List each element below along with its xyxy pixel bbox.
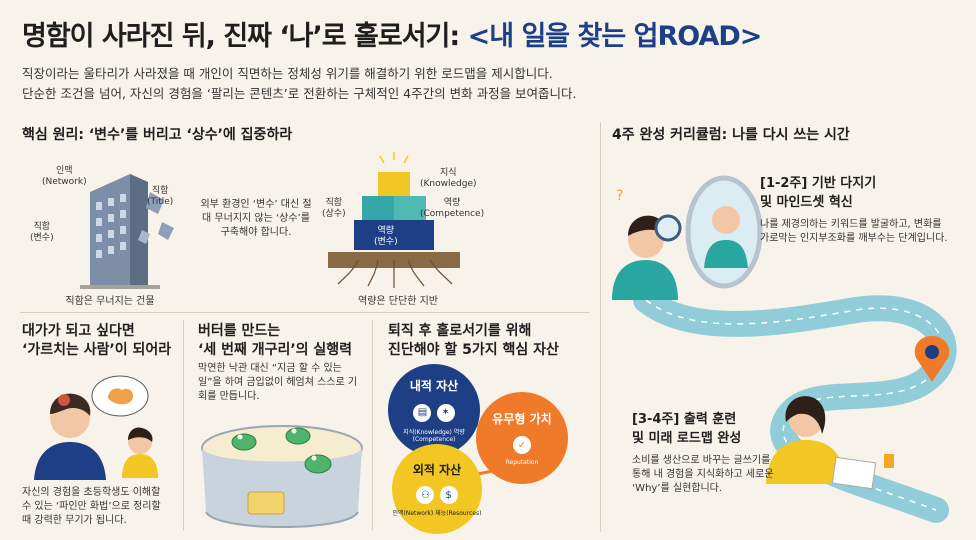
pyramid-caption: 역량은 단단한 지반 <box>358 296 438 307</box>
intro-line-2: 단순한 조건을 넘어, 자신의 경험을 ‘팔리는 콘텐츠’로 전환하는 구체적인… <box>22 86 577 101</box>
tangible-assets-title: 유무형 가치 <box>492 411 552 426</box>
teacher-illustration <box>34 375 158 480</box>
collapsing-building-illustration <box>80 174 174 289</box>
inner-assets-title: 내적 자산 <box>409 379 459 394</box>
book-icon: ▤ <box>413 403 432 422</box>
core-middle-text: 외부 환경인 ‘변수’ 대신 절대 무너지지 않는 ‘상수’를 구축해야 합니다… <box>200 199 312 238</box>
step2-text: 소비를 생산으로 바꾸는 글쓰기를 통해 내 경험을 지식화하고 세로운 ‘Wh… <box>632 455 774 494</box>
expert-heading: 대가가 되고 싶다면 ‘가르치는 사람’이 되어라 <box>22 323 172 358</box>
check-badge-icon: ✓ <box>513 436 531 455</box>
outer-assets-item-2: 재능(Resources) <box>435 510 482 518</box>
outer-assets-title: 외적 자산 <box>412 462 462 477</box>
assets-heading: 퇴직 후 홀로서기를 위해 진단해야 할 5가지 핵심 자산 <box>388 323 559 358</box>
intro-text: 직장이라는 울타리가 사라졌을 때 개인이 직면하는 정체성 위기를 해결하기 … <box>22 64 662 104</box>
butter-text: 막연한 낙관 대신 “지금 할 수 있는 일”을 하여 금입없이 헤엄쳐 스스로… <box>198 363 358 402</box>
foundation-pyramid-illustration <box>328 152 460 288</box>
lightbulb-icon: ✶ <box>436 403 455 422</box>
outer-assets-item-1: 인맥(Network) <box>392 510 434 518</box>
step2-title: [3-4주] 출력 훈련 및 미래 로드맵 완성 <box>632 412 742 446</box>
label-network: 인맥 (Network) <box>42 166 87 187</box>
label-title: 직함 (Title) <box>147 186 174 207</box>
core-heading: 핵심 원리: ‘변수’를 버리고 ‘상수’에 집중하라 <box>22 127 293 143</box>
outer-assets-circle: 외적 자산 ⚇ $ 인맥(Network) 재능(Resources) <box>392 444 482 534</box>
butter-heading: 버터를 만드는 ‘세 번째 개구리’의 실행력 <box>198 323 353 358</box>
step1-text: 나를 제경의하는 키워드를 발굴하고, 변화를 가로막는 인지부조화를 깨부수는… <box>760 219 948 244</box>
people-icon: ⚇ <box>416 486 435 505</box>
inner-assets-items: 지식(Knowledge) 역량(Competence) <box>403 428 465 443</box>
page-title: 명함이 사라진 뒤, 진짜 ‘나’로 홀로서기: <내 일을 찾는 업ROAD> <box>22 14 763 53</box>
curriculum-road-illustration: ? <box>612 175 957 523</box>
inner-assets-circle: 내적 자산 ▤ ✶ 지식(Knowledge) 역량(Competence) <box>388 364 480 456</box>
divider-vertical-1 <box>183 320 184 530</box>
step1-title: [1-2주] 기반 다지기 및 마인드셋 혁신 <box>760 176 877 210</box>
label-pyramid-title: 직함 (상수) <box>322 198 346 219</box>
tangible-assets-circle: 유무형 가치 ✓ Reputation <box>476 392 568 484</box>
curriculum-heading: 4주 완성 커리큘럼: 나를 다시 쓰는 시간 <box>612 127 850 143</box>
frogs-in-milk-illustration <box>201 425 363 528</box>
label-knowledge: 지식 (Knowledge) <box>420 168 477 189</box>
svg-text:?: ? <box>616 188 623 204</box>
expert-text: 자신의 경험을 초등학생도 이해할 수 있는 ‘파인만 화법’으로 정리할 때 … <box>22 487 161 526</box>
divider-vertical-main <box>600 122 601 532</box>
intro-line-1: 직장이라는 울타리가 사라졌을 때 개인이 직면하는 정체성 위기를 해결하기 … <box>22 66 553 81</box>
divider-vertical-2 <box>372 320 373 530</box>
label-pyramid-base: 역량 (변수) <box>374 226 398 247</box>
label-position: 직함 (변수) <box>30 222 54 243</box>
divider-horizontal <box>20 312 590 313</box>
title-highlight: <내 일을 찾는 업ROAD> <box>467 21 763 52</box>
tangible-assets-item: Reputation <box>505 459 539 467</box>
label-competence: 역량 (Competence) <box>420 198 485 219</box>
coin-hand-icon: $ <box>439 486 458 505</box>
building-caption: 직함은 무너지는 건물 <box>65 296 155 307</box>
title-main: 명함이 사라진 뒤, 진짜 ‘나’로 홀로서기: <box>22 21 460 52</box>
